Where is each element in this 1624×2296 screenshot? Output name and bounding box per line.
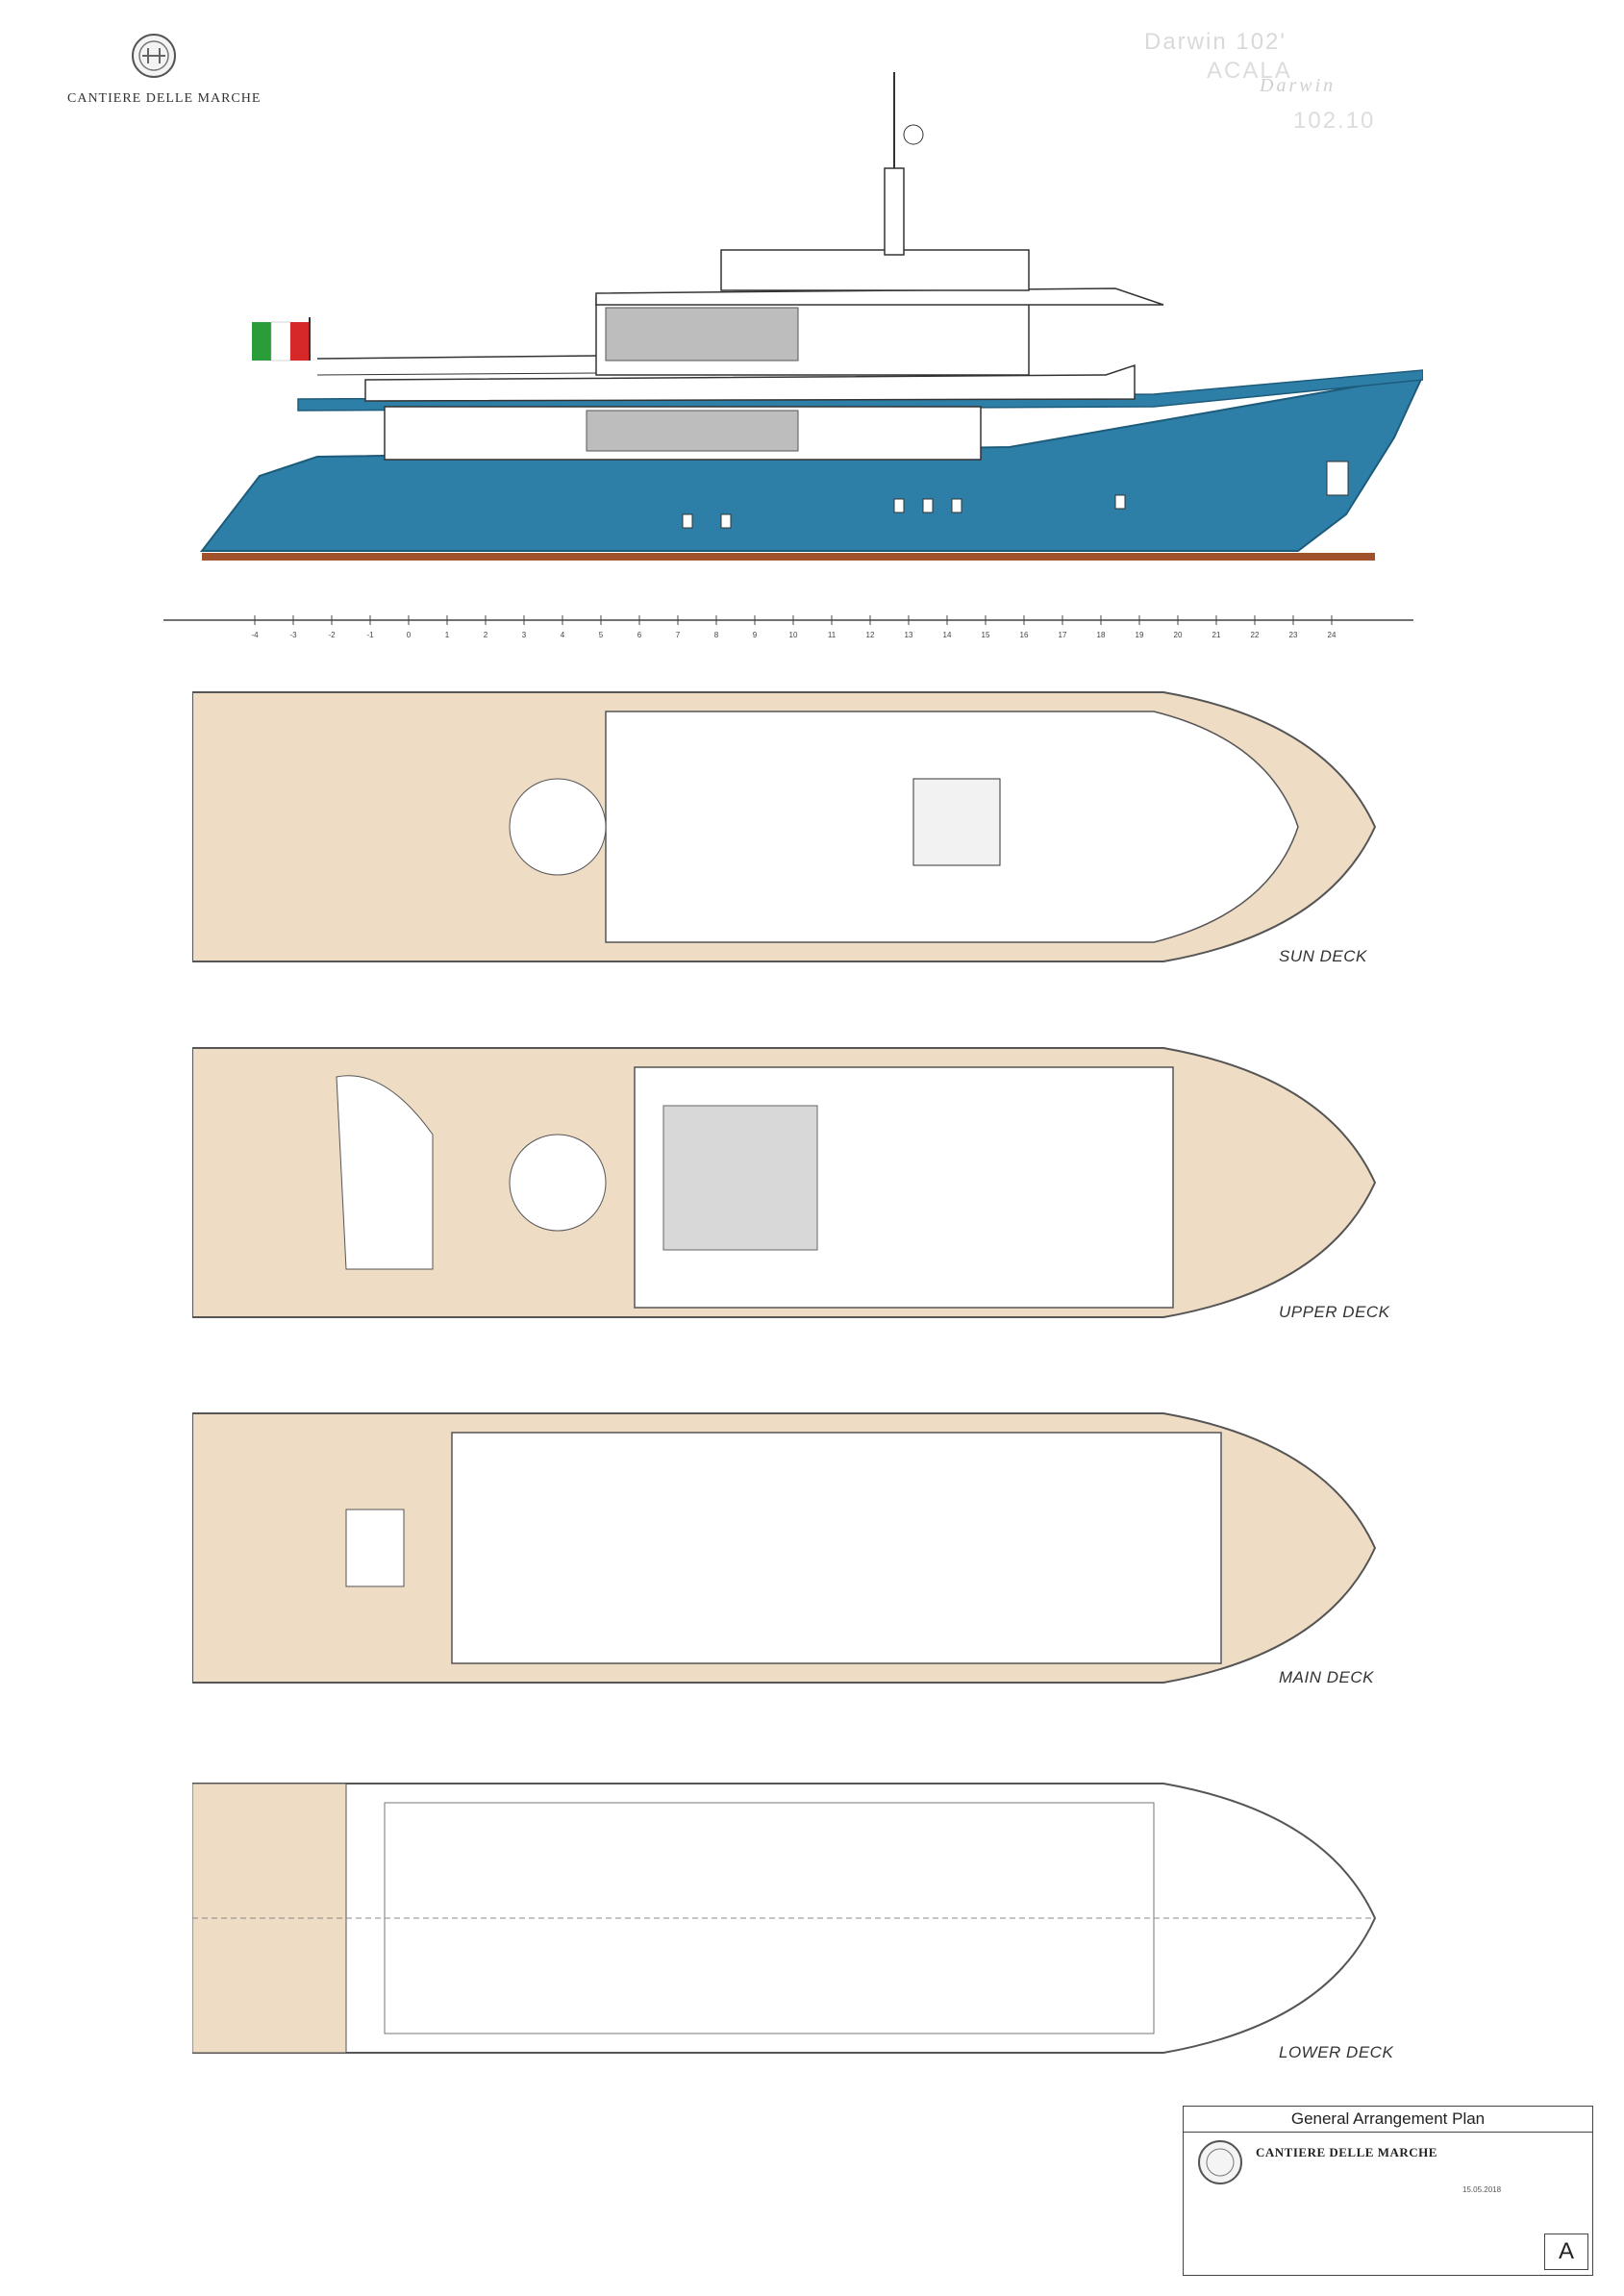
sun-deck-plan bbox=[192, 691, 1377, 962]
builder-logo-text: CANTIERE DELLE MARCHE bbox=[67, 91, 262, 106]
watermark-hull-number: 102.10 bbox=[1293, 108, 1376, 134]
frame-tick-label: 8 bbox=[714, 631, 719, 639]
frame-tick-label: 5 bbox=[599, 631, 604, 639]
profile-elevation bbox=[199, 72, 1423, 561]
title-block: General Arrangement Plan CANTIERE DELLE … bbox=[1183, 2106, 1593, 2276]
watermark-model-name: Darwin 102' bbox=[1144, 29, 1287, 55]
main-deck-plan bbox=[192, 1412, 1377, 1684]
frame-tick-label: 24 bbox=[1328, 631, 1337, 639]
frame-tick-label: 16 bbox=[1020, 631, 1029, 639]
frame-tick-label: 23 bbox=[1289, 631, 1298, 639]
title-block-heading: General Arrangement Plan bbox=[1184, 2107, 1592, 2133]
frame-tick-label: -2 bbox=[328, 631, 336, 639]
frame-tick-label: 14 bbox=[943, 631, 952, 639]
frame-tick-label: -1 bbox=[366, 631, 374, 639]
title-block-date: 15.05.2018 bbox=[1462, 2185, 1502, 2194]
frame-tick-label: 2 bbox=[484, 631, 488, 639]
frame-tick-label: -4 bbox=[251, 631, 259, 639]
frame-tick-label: 1 bbox=[445, 631, 450, 639]
frame-tick-label: 9 bbox=[753, 631, 758, 639]
frame-tick-label: 19 bbox=[1136, 631, 1144, 639]
lower-deck-label: LOWER DECK bbox=[1279, 2043, 1394, 2061]
builder-logo-icon bbox=[132, 34, 176, 78]
sun-deck-label: SUN DECK bbox=[1279, 947, 1367, 965]
watermark-brand: Darwin bbox=[1260, 75, 1337, 96]
deck-plans bbox=[192, 691, 1377, 2054]
frame-tick-label: 17 bbox=[1059, 631, 1067, 639]
frame-tick-label: 4 bbox=[561, 631, 565, 639]
title-block-logo-icon bbox=[1198, 2140, 1242, 2184]
frame-tick-label: 20 bbox=[1174, 631, 1183, 639]
upper-deck-plan bbox=[192, 1047, 1377, 1318]
frame-tick-label: 21 bbox=[1212, 631, 1221, 639]
watermark-yacht-name: ACALA bbox=[1207, 58, 1292, 84]
frame-tick-label: 22 bbox=[1251, 631, 1260, 639]
frame-tick-label: 0 bbox=[407, 631, 412, 639]
frame-tick-label: 11 bbox=[828, 631, 837, 639]
title-block-company: CANTIERE DELLE MARCHE bbox=[1256, 2145, 1437, 2159]
frame-tick-label: 15 bbox=[982, 631, 990, 639]
frame-tick-label: 12 bbox=[866, 631, 875, 639]
lower-deck-plan bbox=[192, 1783, 1377, 2054]
frame-tick-label: 13 bbox=[905, 631, 913, 639]
italian-flag-icon bbox=[252, 321, 310, 362]
frame-tick-label: 10 bbox=[789, 631, 798, 639]
frame-tick-label: 3 bbox=[522, 631, 527, 639]
title-block-revision: A bbox=[1544, 2234, 1588, 2270]
frame-tick-label: 18 bbox=[1097, 631, 1106, 639]
main-deck-label: MAIN DECK bbox=[1279, 1668, 1374, 1686]
frame-tick-label: -3 bbox=[289, 631, 297, 639]
upper-deck-label: UPPER DECK bbox=[1279, 1303, 1390, 1321]
frame-tick-label: 7 bbox=[676, 631, 681, 639]
frame-tick-label: 6 bbox=[637, 631, 642, 639]
